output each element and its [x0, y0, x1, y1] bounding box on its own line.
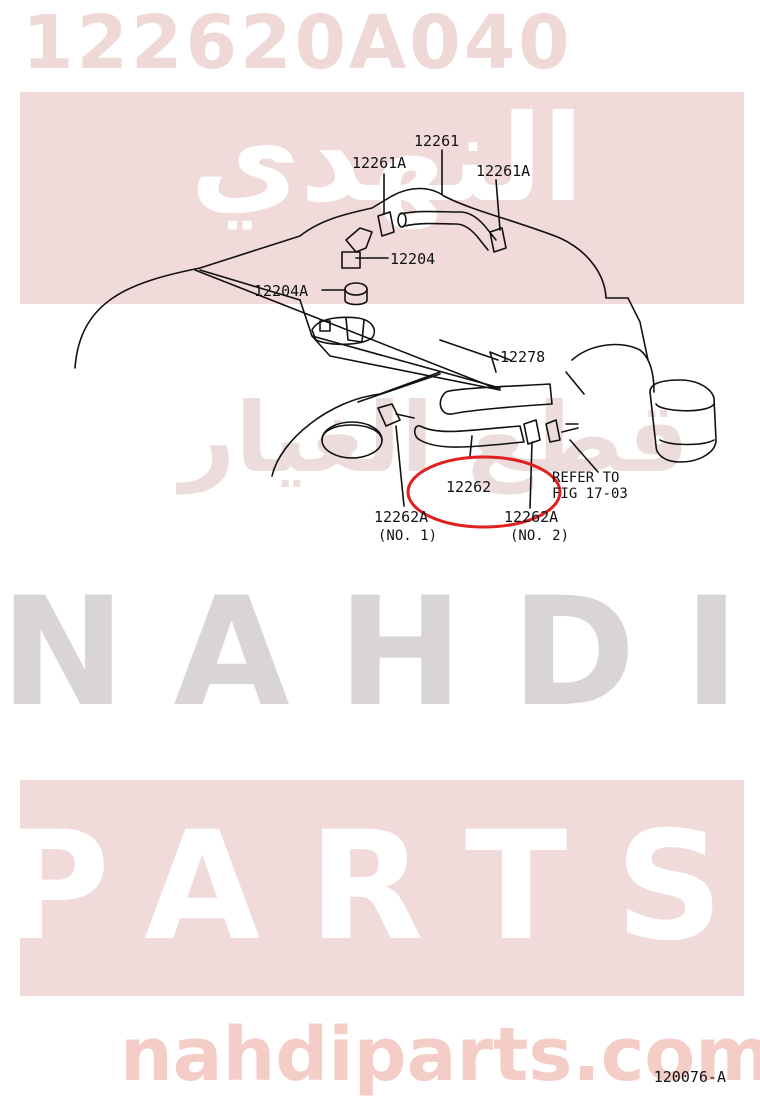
clamp-12261a-right: [489, 227, 507, 253]
highlight-ellipse: [406, 455, 562, 529]
grommet-12204a: [344, 282, 368, 296]
callout-12262a-no1: 12262A: [374, 508, 428, 526]
callout-12262a-no2-sub: (NO. 2): [510, 528, 569, 544]
callout-12204: 12204: [390, 250, 435, 268]
callout-12278: 12278: [500, 348, 545, 366]
callout-12261a-right: 12261A: [476, 162, 530, 180]
callout-12262: 12262: [446, 478, 491, 496]
callout-12261: 12261: [414, 132, 459, 150]
watermark-band-bottom: [20, 780, 744, 996]
callout-12262a-no2: 12262A: [504, 508, 558, 526]
clamp-12262a-no1: [377, 403, 401, 427]
watermark-part-number: 122620A040: [22, 0, 573, 86]
watermark-brand-line2: PARTS: [0, 800, 760, 974]
watermark-arabic-subtitle: قطع الغيار: [180, 382, 690, 494]
watermark-band-top: [20, 92, 744, 304]
watermark-url: nahdiparts.com: [120, 1012, 760, 1098]
hose-12262: [413, 425, 525, 448]
hose-12261: [399, 210, 497, 241]
clamp-12262a-no2: [523, 419, 541, 445]
refer-to-line2: FIG 17-03: [552, 486, 628, 502]
callout-12261a-left: 12261A: [352, 154, 406, 172]
oil-cap: [321, 421, 383, 459]
watermark-brand-line1: NAHDI: [0, 566, 760, 740]
refer-to-line1: REFER TO: [552, 470, 619, 486]
pcv-valve-12204: [345, 227, 373, 253]
engine-outline: [74, 187, 649, 369]
clamp-12261a-left: [377, 211, 395, 237]
figure-id: 120076-A: [653, 1068, 726, 1086]
air-cleaner-side: [571, 343, 655, 393]
oil-filler: [311, 316, 376, 346]
callout-12262a-no1-sub: (NO. 1): [378, 528, 437, 544]
callout-12204a: 12204A: [254, 282, 308, 300]
hose-12278: [439, 383, 553, 415]
